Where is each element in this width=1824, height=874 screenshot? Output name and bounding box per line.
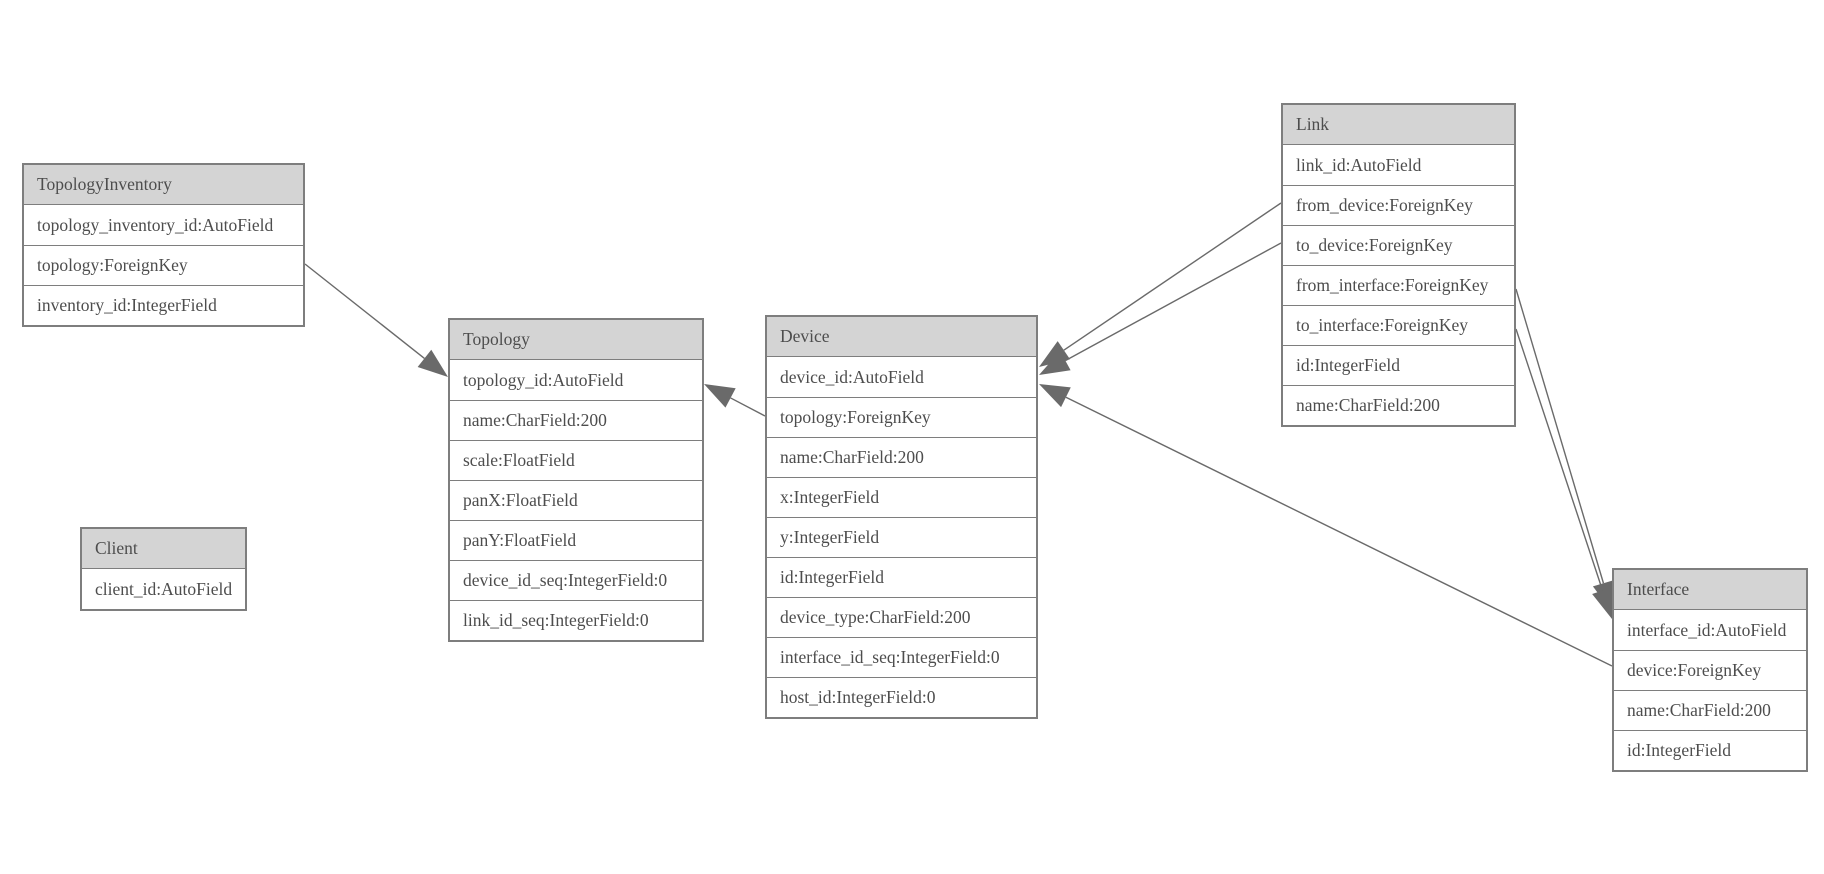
entity-field-row: topology:ForeignKey <box>767 397 1036 437</box>
entity-field-row: from_interface:ForeignKey <box>1283 265 1514 305</box>
connector-arrowhead-icon <box>417 349 448 377</box>
connector-arrowhead-icon <box>1592 580 1614 612</box>
connector-arrowhead-icon <box>704 384 736 408</box>
entity-field-row: topology:ForeignKey <box>24 245 303 285</box>
entity-field-row: topology_id:AutoField <box>450 360 702 400</box>
entity-field-row: name:CharField:200 <box>1283 385 1514 425</box>
entity-field-row: interface_id_seq:IntegerField:0 <box>767 637 1036 677</box>
entity-field-row: id:IntegerField <box>1283 345 1514 385</box>
connector-arrowhead-icon <box>1039 341 1071 367</box>
connector-link-from-device-device <box>1039 202 1282 367</box>
entity-field-row: device_id:AutoField <box>767 357 1036 397</box>
entity-field-row: device_id_seq:IntegerField:0 <box>450 560 702 600</box>
connector-line <box>1515 328 1604 591</box>
connector-line <box>1065 396 1613 667</box>
entity-header-topology[interactable]: Topology <box>450 320 702 360</box>
entity-field-row: from_device:ForeignKey <box>1283 185 1514 225</box>
connector-arrowhead-icon <box>1592 587 1614 619</box>
entity-field-row: panY:FloatField <box>450 520 702 560</box>
entity-field-row: device:ForeignKey <box>1614 650 1806 690</box>
entity-field-row: host_id:IntegerField:0 <box>767 677 1036 717</box>
entity-field-row: interface_id:AutoField <box>1614 610 1806 650</box>
entity-field-row: scale:FloatField <box>450 440 702 480</box>
connector-line <box>1065 242 1282 362</box>
connector-link-from-interface-interface <box>1515 288 1614 612</box>
entity-field-row: to_interface:ForeignKey <box>1283 305 1514 345</box>
connector-line <box>1515 288 1605 584</box>
entity-field-row: client_id:AutoField <box>82 569 245 609</box>
entity-field-row: name:CharField:200 <box>767 437 1036 477</box>
entity-header-client[interactable]: Client <box>82 529 245 569</box>
entity-header-link[interactable]: Link <box>1283 105 1514 145</box>
connector-arrowhead-icon <box>1039 350 1071 375</box>
entity-field-row: name:CharField:200 <box>450 400 702 440</box>
entity-field-row: id:IntegerField <box>767 557 1036 597</box>
entity-field-row: link_id:AutoField <box>1283 145 1514 185</box>
entity-header-device[interactable]: Device <box>767 317 1036 357</box>
connector-link-to-device-device <box>1039 242 1282 375</box>
entity-header-interface[interactable]: Interface <box>1614 570 1806 610</box>
entity-field-row: y:IntegerField <box>767 517 1036 557</box>
entity-field-row: x:IntegerField <box>767 477 1036 517</box>
connector-line <box>1063 202 1282 351</box>
entity-field-row: name:CharField:200 <box>1614 690 1806 730</box>
connector-link-to-interface-interface <box>1515 328 1614 619</box>
entity-field-row: inventory_id:IntegerField <box>24 285 303 325</box>
connector-arrowhead-icon <box>1039 384 1071 408</box>
entity-field-row: device_type:CharField:200 <box>767 597 1036 637</box>
entity-field-row: panX:FloatField <box>450 480 702 520</box>
entity-field-row: id:IntegerField <box>1614 730 1806 770</box>
entity-header-topologyinventory[interactable]: TopologyInventory <box>24 165 303 205</box>
entity-field-row: to_device:ForeignKey <box>1283 225 1514 265</box>
connector-line <box>304 263 425 359</box>
entity-field-row: topology_inventory_id:AutoField <box>24 205 303 245</box>
entity-field-row: link_id_seq:IntegerField:0 <box>450 600 702 640</box>
connector-line <box>730 397 766 417</box>
connector-topologyinventory-topology <box>304 263 448 377</box>
connector-device-topology <box>704 384 766 417</box>
